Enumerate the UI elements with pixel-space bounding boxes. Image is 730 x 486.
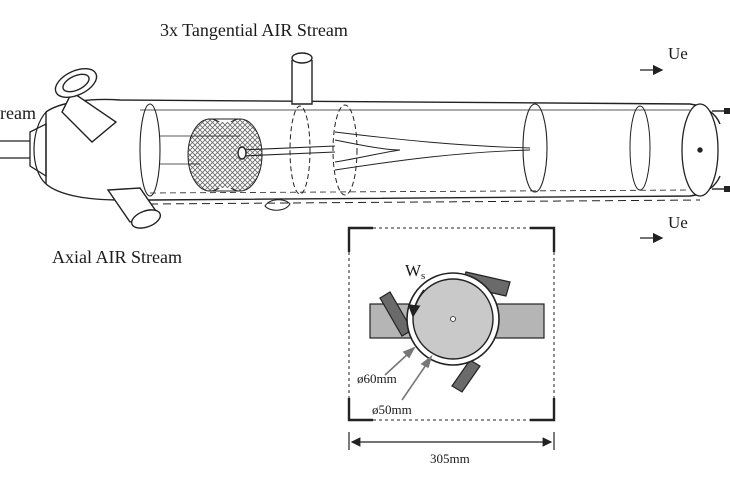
axial-air-label: Axial AIR Stream bbox=[52, 247, 182, 267]
ue-label-top: Ue bbox=[668, 44, 688, 63]
width-dimension bbox=[348, 432, 555, 450]
ws-label: Ws bbox=[405, 262, 425, 282]
burner-body bbox=[33, 98, 730, 211]
axial-inlet-pipe bbox=[106, 187, 162, 229]
fuel-stream-label: ream bbox=[0, 103, 36, 123]
width-305-label: 305mm bbox=[430, 451, 470, 466]
ws-label-main: W bbox=[405, 261, 422, 280]
fuel-lance bbox=[0, 122, 47, 178]
diameter-60-label: ø60mm bbox=[357, 371, 397, 386]
tangential-air-label: 3x Tangential AIR Stream bbox=[160, 20, 348, 40]
diameter-leaders bbox=[384, 346, 433, 401]
diameter-50-label: ø50mm bbox=[372, 402, 412, 417]
cross-section-frame bbox=[347, 226, 556, 422]
tangential-inlet-pipe bbox=[291, 52, 313, 105]
ue-label-bottom: Ue bbox=[668, 213, 688, 232]
ws-label-sub: s bbox=[421, 270, 426, 282]
upper-inlet-pipe bbox=[54, 67, 118, 143]
swirl-arrow bbox=[407, 289, 425, 318]
